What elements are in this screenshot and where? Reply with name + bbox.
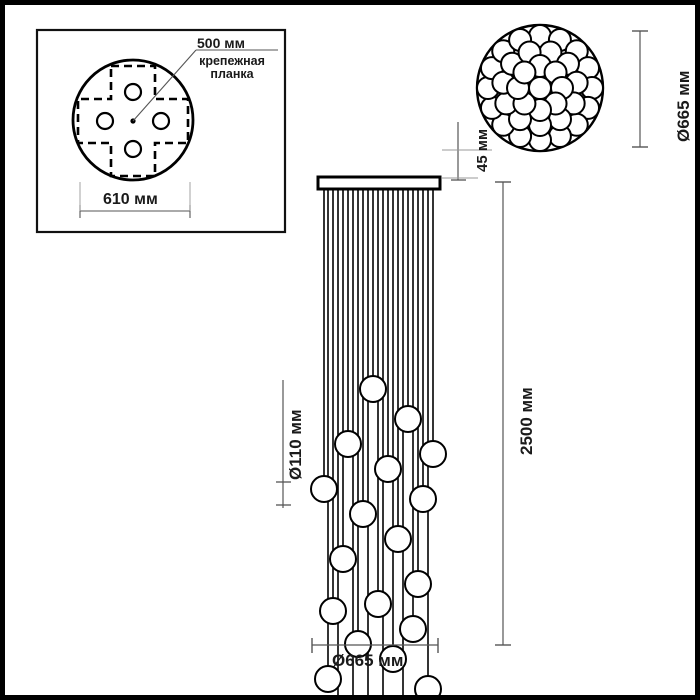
callout-leader-line (132, 49, 197, 122)
detail-width-label: 610 мм (103, 191, 158, 208)
pendant-sphere (404, 570, 432, 598)
pendant-sphere (414, 675, 442, 700)
callout-part-name: крепежная планка (199, 54, 265, 82)
canopy-plate-body (316, 175, 442, 191)
mounting-holes (95, 82, 171, 159)
pendant-rods-and-spheres (310, 189, 447, 700)
detail-width-dimension (79, 182, 191, 218)
total-height-label: 2500 мм (517, 387, 536, 455)
pendant-sphere (409, 485, 437, 513)
pendant-sphere (379, 645, 407, 673)
top-view-cluster (475, 23, 605, 153)
bottom-width-label: Ø665 мм (332, 651, 404, 670)
canopy-height-label: 45 мм (474, 128, 491, 172)
pendant-sphere (399, 615, 427, 643)
sphere-diameter-label: Ø110 мм (286, 409, 305, 480)
pendant-sphere (419, 440, 447, 468)
mounting-hole (151, 111, 171, 131)
top-view-sphere (512, 60, 537, 85)
pendant-sphere (329, 545, 357, 573)
mounting-hole (123, 139, 143, 159)
pendant-sphere (319, 597, 347, 625)
callout-value-500: 500 мм (197, 35, 245, 51)
total-height-dimension (495, 181, 511, 646)
pendant-sphere (384, 525, 412, 553)
pendant-sphere (349, 500, 377, 528)
top-view-diameter-label: Ø665 мм (674, 70, 693, 142)
pendant-sphere (314, 665, 342, 693)
pendant-sphere (310, 475, 338, 503)
pendant-sphere (394, 405, 422, 433)
sphere-diameter-dimension (276, 380, 291, 508)
pendant-sphere (334, 430, 362, 458)
top-view-sphere (528, 76, 552, 100)
mounting-hole (123, 82, 143, 102)
mounting-plate-detail-box (35, 28, 287, 234)
pendant-sphere (344, 630, 372, 658)
pendant-sphere (374, 455, 402, 483)
canopy-plate (316, 175, 442, 191)
canopy-height-dimension (442, 122, 492, 181)
pendant-sphere (359, 375, 387, 403)
bottom-width-dimension (311, 638, 439, 653)
mounting-hole (95, 111, 115, 131)
pendant-sphere (364, 590, 392, 618)
top-view-diameter-dimension (632, 30, 648, 148)
